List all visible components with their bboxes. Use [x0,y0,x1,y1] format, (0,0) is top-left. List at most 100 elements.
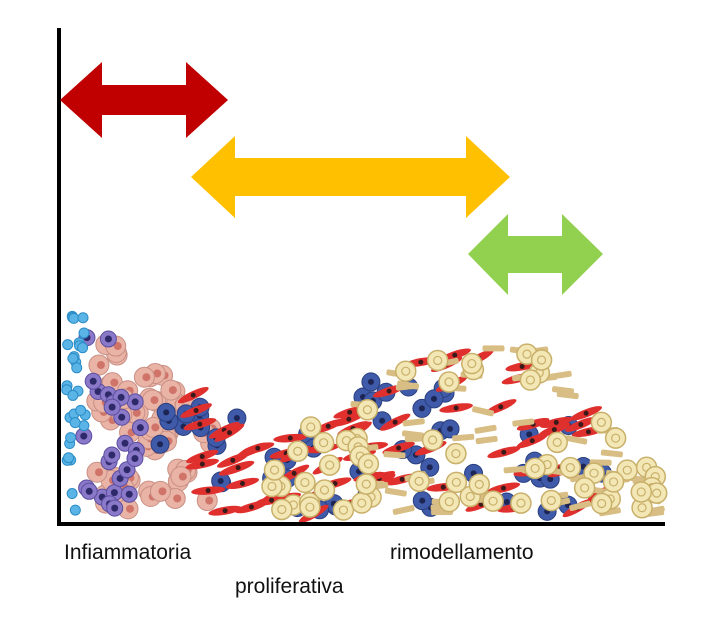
matrix-fiber [556,390,579,400]
matrix-fiber [474,424,497,434]
inflammatory-phase-arrow [60,62,228,138]
myofibroblast-nucleus [199,453,205,459]
myofibroblast-nucleus [325,423,331,429]
lymphocyte-nucleus [116,474,124,482]
myofibroblast-nucleus [583,410,589,416]
collagen-disc [438,371,460,393]
macrophage-nucleus [95,468,104,477]
myofibroblast-nucleus [578,421,584,427]
macrophage-nucleus [158,487,167,496]
lymphocyte-nucleus [111,504,119,512]
myofibroblast-nucleus [346,416,352,422]
myofibroblast-nucleus [478,501,484,507]
matrix-fiber [392,505,415,515]
myofibroblast-nucleus [197,421,203,427]
collagen-disc-ring [362,405,373,415]
collagen-disc [524,457,546,480]
collagen-disc-ring [414,476,424,486]
collagen-disc [426,349,449,372]
collagen-disc-ring [636,487,646,497]
matrix-fiber [452,433,475,442]
fibroblast-nucleus [217,477,224,484]
collagen-disc-ring [589,468,599,478]
collagen-disc-ring [363,459,373,469]
lymphocyte-nucleus [94,387,102,395]
matrix-fiber [402,418,425,427]
myofibroblast-nucleus [551,427,557,433]
myofibroblast-nucleus [501,485,507,491]
neutrophil-cell [77,312,89,324]
lymphocyte-nucleus [80,432,88,440]
lymphocyte-nucleus [117,393,125,401]
neutrophil-cell [69,504,81,516]
collagen-disc [590,492,613,515]
macrophage-nucleus [205,496,214,505]
matrix-fiber [569,500,592,512]
collagen-disc [287,440,309,462]
myofibroblast-nucleus [501,449,507,455]
collagen-disc-ring [427,435,438,445]
collagen-disc [408,470,430,492]
collagen-disc [294,471,316,494]
collagen-disc [445,442,467,465]
neutrophil-cell [71,362,83,374]
remodeling-phase-arrow [468,214,603,295]
fibroblast-nucleus [233,414,240,421]
myofibroblast-nucleus [222,508,228,514]
fibroblast-nucleus [526,431,533,438]
myofibroblast-nucleus [498,404,504,410]
lymphocyte-nucleus [131,455,139,463]
collagen-disc-ring [269,465,280,475]
myofibroblast-nucleus [199,461,205,467]
collagen-disc [519,369,542,391]
myofibroblast-nucleus [291,470,297,476]
collagen-disc-ring [530,463,540,474]
myofibroblast-nucleus [205,488,211,494]
collagen-disc-ring [488,496,498,506]
collagen-disc [332,499,355,521]
collagen-disc [590,411,613,434]
fibroblast-nucleus [547,476,554,483]
collagen-disc-ring [608,477,619,487]
macrophage-nucleus [96,361,105,370]
proliferative-phase-label: proliferativa [235,575,344,598]
collagen-disc-ring [622,465,632,475]
myofibroblast-nucleus [269,497,275,503]
collagen-disc-ring [444,497,454,507]
fibroblast-nucleus [157,441,164,448]
collagen-disc [468,473,491,496]
collagen-disc-ring [565,463,575,473]
myofibroblast-nucleus [193,408,199,414]
neutrophil-cell [62,339,74,351]
collagen-disc [604,427,627,449]
collagen-disc-ring [536,355,547,365]
fibroblast-nucleus [426,464,433,471]
collagen-disc-ring [300,477,310,488]
cell-illustration [61,310,668,523]
collagen-disc-ring [338,505,349,515]
collagen-disc-ring [522,349,532,359]
myofibroblast-nucleus [399,476,405,482]
matrix-fiber [401,430,425,439]
lymphocyte-nucleus [110,489,118,497]
myofibroblast-nucleus [248,504,254,510]
collagen-disc-ring [267,481,277,492]
collagen-disc-ring [305,502,315,512]
collagen-disc-ring [596,417,606,427]
neutrophil-cell [67,389,79,401]
fibroblast-nucleus [163,409,170,416]
collagen-disc-ring [293,446,303,456]
macrophage-nucleus [110,378,119,387]
fibroblast-nucleus [503,499,510,506]
myofibroblast-nucleus [519,363,525,369]
macrophage-nucleus [113,342,122,351]
macrophage-nucleus [132,408,141,417]
fibroblast-nucleus [430,395,437,402]
fibroblast-nucleus [418,405,425,412]
myofibroblast-nucleus [396,445,402,451]
myofibroblast-nucleus [255,445,261,451]
collagen-disc [357,453,380,475]
collagen-disc [630,481,653,503]
